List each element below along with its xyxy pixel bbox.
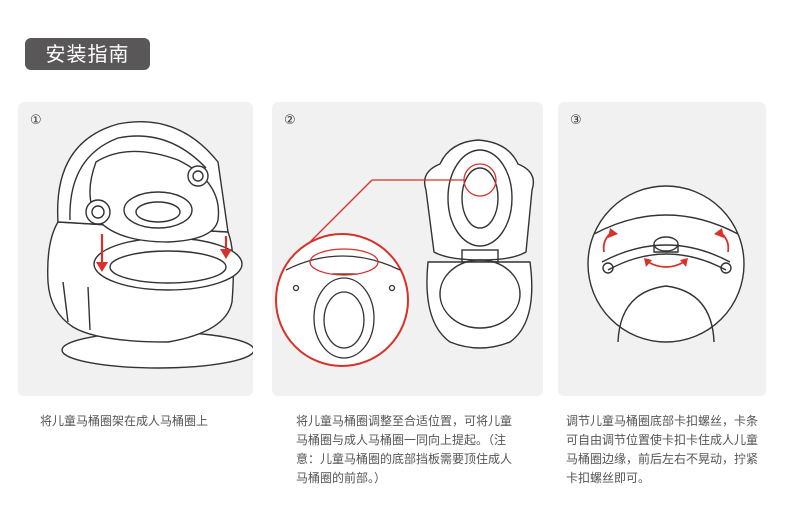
step-2-caption: 将儿童马桶圈调整至合适位置，可将儿童马桶圈与成人马桶圈一同向上提起。（注意：儿童… — [296, 414, 513, 485]
step-2-illustration — [275, 139, 535, 367]
step-3-caption: 调节儿童马桶圈底部卡扣螺丝，卡条可自由调节位置使卡扣卡住成人儿童马桶圈边缘，前后… — [566, 414, 759, 485]
step-3-panel: ③ — [558, 102, 766, 396]
step-2-number: ② — [284, 113, 296, 128]
step-3-number: ③ — [570, 113, 582, 128]
step-1-panel: ① — [18, 102, 253, 396]
step-1-number: ① — [30, 113, 42, 128]
section-title: 安装指南 — [25, 38, 150, 70]
step-1-illustration — [47, 120, 253, 369]
step-3-illustration — [587, 185, 745, 343]
step-2-panel: ② — [272, 102, 543, 396]
step-1-caption: 将儿童马桶圈架在成人马桶圈上 — [40, 414, 209, 428]
